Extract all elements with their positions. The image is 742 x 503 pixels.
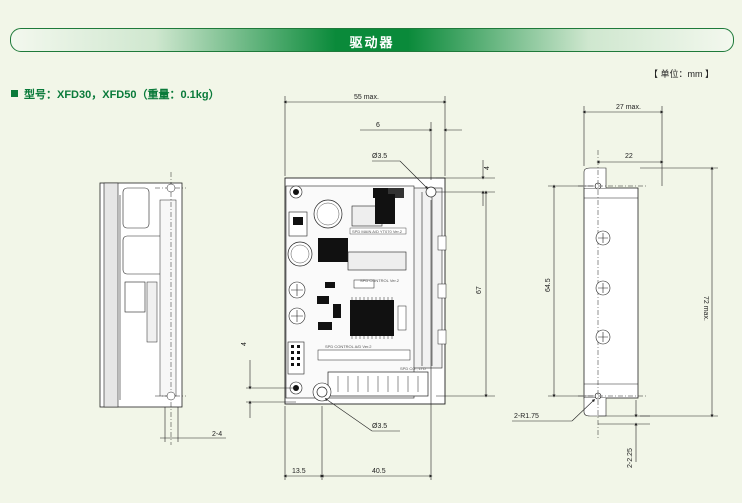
pcb-label-maker: SPD CO., LTD <box>400 366 426 371</box>
banner-title: 驱动器 <box>349 35 395 50</box>
pcb-label-a: SPD MAIN A/D YT070 Ver.2 <box>352 229 403 234</box>
unit-note: 【 单位：mm 】 <box>649 69 714 79</box>
dim-bottom-13-5: 13.5 <box>292 468 306 475</box>
side-view-right <box>578 150 646 440</box>
dim-margin-left: 4 <box>241 342 248 346</box>
dim-hole-bottom: Ø3.5 <box>372 423 387 430</box>
dim-height-67: 67 <box>476 286 483 294</box>
dim-radius: 2-R1.75 <box>514 413 539 420</box>
dim-offset-6: 6 <box>376 122 380 129</box>
side-view-left: 2-4 <box>99 172 226 445</box>
square-bullet-icon <box>11 90 18 97</box>
dim-margin-top: 4 <box>484 166 491 170</box>
section-banner: 驱动器 <box>10 28 734 52</box>
dim-depth-27: 27 max. <box>616 104 641 111</box>
pcb-label-c: SPD CONTROL Ver.2 <box>360 278 400 283</box>
pcb-label-b: SPD CONTROL A/D Ver.2 <box>325 344 372 349</box>
dim-width-max: 55 max. <box>354 94 379 101</box>
dim-bottom-2-25: 2-2.25 <box>627 448 634 468</box>
front-view-dimensions: 55 max. 6 Ø3.5 4 67 4 Ø3.5 13.5 40.5 <box>241 94 495 480</box>
dim-depth-22: 22 <box>625 153 633 160</box>
model-heading: 型号：XFD30，XFD50（重量：0.1kg） <box>11 86 220 102</box>
front-view-pcb: SPD MAIN A/D YT070 Ver.2 SPD CONTROL A/D… <box>284 177 447 405</box>
dim-height-64-5: 64.5 <box>545 278 552 292</box>
dim-side-2-4: 2-4 <box>212 431 222 438</box>
dim-height-72: 72 max. <box>702 296 709 321</box>
side-view-right-dimensions: 27 max. 22 64.5 72 max. 2-R1.75 2-2.25 <box>512 104 718 468</box>
dim-bottom-40-5: 40.5 <box>372 468 386 475</box>
dim-hole-top: Ø3.5 <box>372 153 387 160</box>
model-text: 型号：XFD30，XFD50（重量：0.1kg） <box>24 89 220 101</box>
